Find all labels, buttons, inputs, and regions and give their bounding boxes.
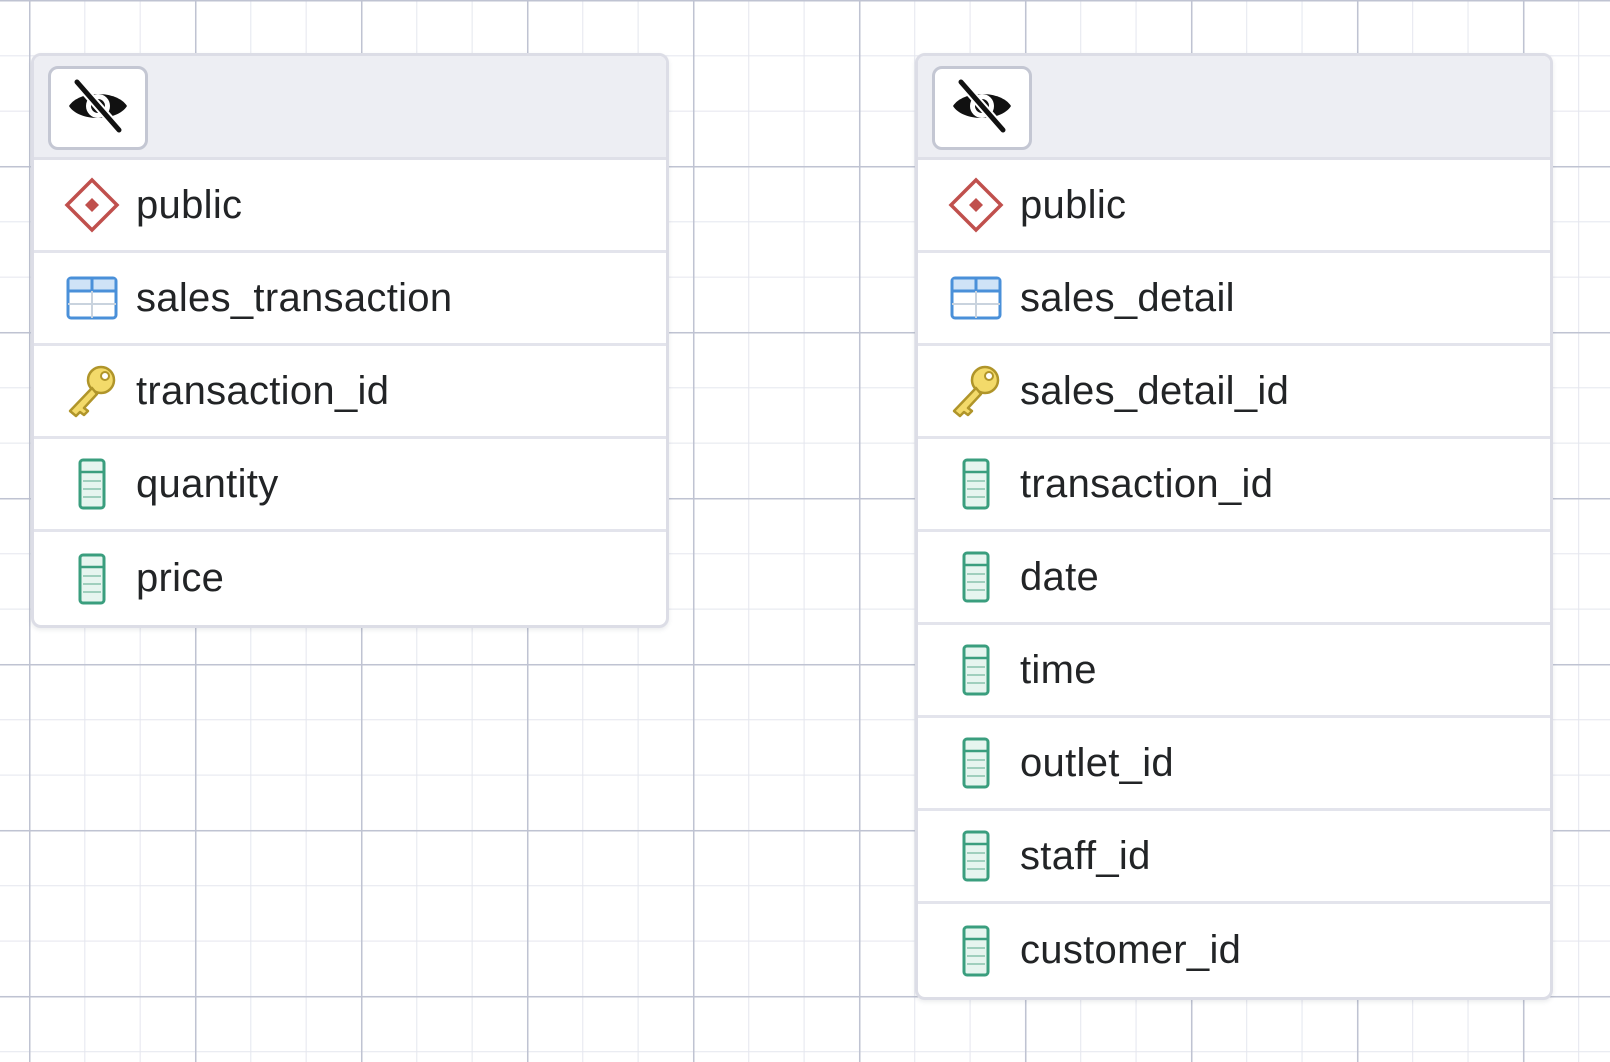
column-row[interactable]: transaction_id bbox=[918, 439, 1550, 532]
table-name-row[interactable]: sales_detail bbox=[918, 253, 1550, 346]
column-name: staff_id bbox=[1020, 833, 1151, 878]
table-name-row[interactable]: sales_transaction bbox=[34, 253, 666, 346]
column-icon bbox=[948, 456, 1004, 512]
table-name: sales_transaction bbox=[136, 275, 453, 320]
table-grid-icon bbox=[64, 270, 120, 326]
visibility-toggle-button[interactable] bbox=[48, 66, 148, 150]
column-name: sales_detail_id bbox=[1020, 368, 1290, 413]
column-row[interactable]: date bbox=[918, 532, 1550, 625]
table-node-sales-detail[interactable]: public sales_detail sales_detail_id bbox=[915, 53, 1553, 1000]
column-row[interactable]: staff_id bbox=[918, 811, 1550, 904]
column-icon bbox=[948, 549, 1004, 605]
column-name: transaction_id bbox=[136, 368, 390, 413]
column-row[interactable]: price bbox=[34, 532, 666, 625]
column-name: customer_id bbox=[1020, 928, 1242, 972]
key-icon bbox=[948, 363, 1004, 419]
schema-name: public bbox=[136, 182, 243, 227]
schema-diamond-icon bbox=[64, 177, 120, 233]
visibility-toggle-button[interactable] bbox=[932, 66, 1032, 150]
column-row[interactable]: outlet_id bbox=[918, 718, 1550, 811]
column-row[interactable]: customer_id bbox=[918, 904, 1550, 997]
column-name: date bbox=[1020, 554, 1100, 599]
eye-off-icon bbox=[65, 77, 131, 139]
schema-diamond-icon bbox=[948, 177, 1004, 233]
column-icon bbox=[64, 551, 120, 607]
schema-name: public bbox=[1020, 182, 1127, 227]
column-name: time bbox=[1020, 647, 1097, 692]
eye-off-icon bbox=[949, 77, 1015, 139]
primary-key-row[interactable]: transaction_id bbox=[34, 346, 666, 439]
schema-row[interactable]: public bbox=[34, 160, 666, 253]
column-row[interactable]: quantity bbox=[34, 439, 666, 532]
table-name: sales_detail bbox=[1020, 275, 1235, 320]
column-icon bbox=[948, 642, 1004, 698]
table-grid-icon bbox=[948, 270, 1004, 326]
column-name: transaction_id bbox=[1020, 461, 1274, 506]
column-icon bbox=[948, 828, 1004, 884]
primary-key-row[interactable]: sales_detail_id bbox=[918, 346, 1550, 439]
column-icon bbox=[948, 923, 1004, 979]
column-name: outlet_id bbox=[1020, 740, 1174, 785]
column-row[interactable]: time bbox=[918, 625, 1550, 718]
table-node-sales-transaction[interactable]: public sales_transaction transaction_id bbox=[31, 53, 669, 628]
column-name: price bbox=[136, 556, 225, 600]
key-icon bbox=[64, 363, 120, 419]
table-header bbox=[918, 56, 1550, 160]
column-icon bbox=[64, 456, 120, 512]
table-header bbox=[34, 56, 666, 160]
column-icon bbox=[948, 735, 1004, 791]
schema-row[interactable]: public bbox=[918, 160, 1550, 253]
column-name: quantity bbox=[136, 461, 279, 506]
